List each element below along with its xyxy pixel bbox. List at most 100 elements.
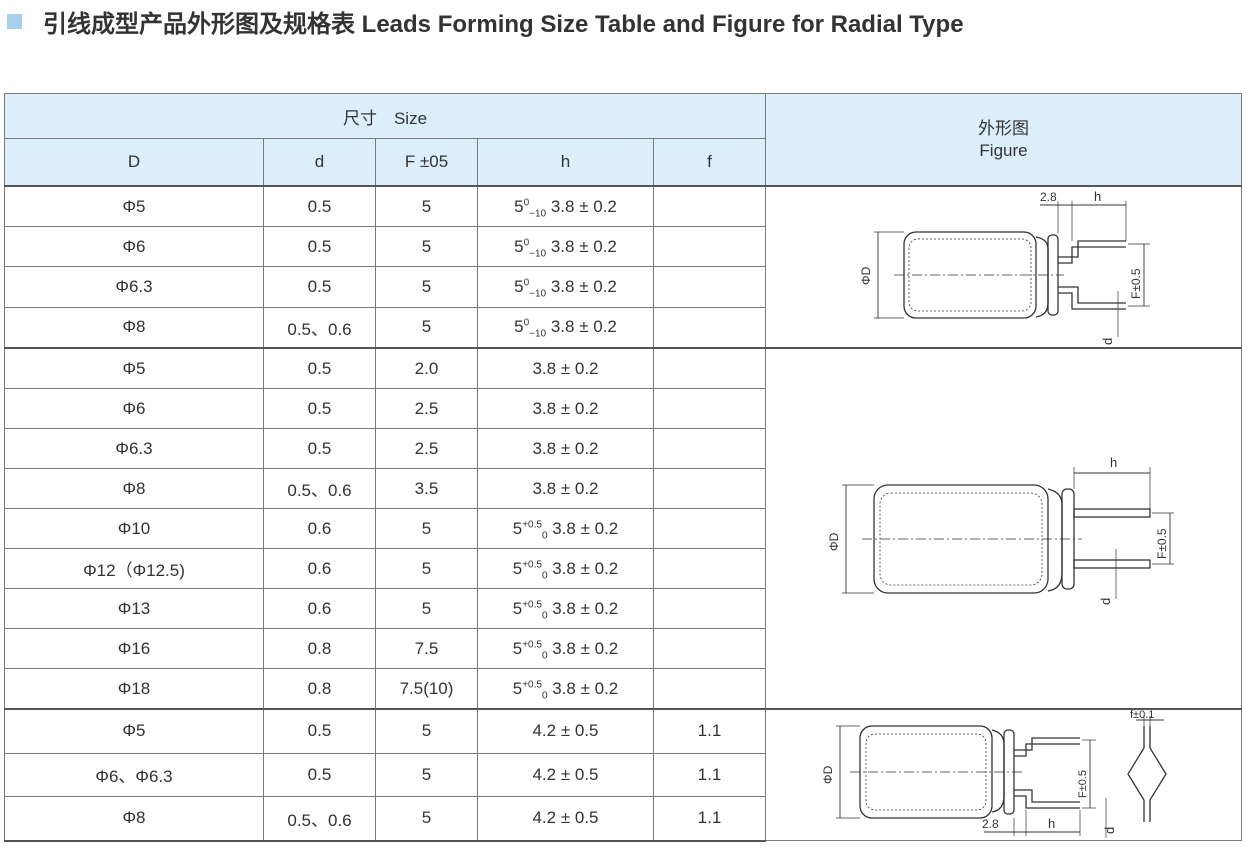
cell-F: 5 (375, 795, 478, 842)
h-upper-tol: +0.5 (522, 638, 542, 650)
cell-d: 0.5、0.6 (263, 795, 376, 842)
h-base: 5 (512, 518, 523, 538)
cell-D: Φ18 (4, 668, 264, 710)
h-value: 3.8 ± 0.2 (547, 518, 619, 538)
cell-h: 3.8 ± 0.2 (477, 468, 654, 509)
fig0-dim-28: 2.8 (1040, 190, 1057, 204)
h-upper-tol: +0.5 (522, 518, 542, 530)
page-title: 引线成型产品外形图及规格表 Leads Forming Size Table a… (43, 10, 964, 38)
h-value: 3.8 ± 0.2 (532, 438, 599, 458)
cell-F: 5 (375, 708, 478, 754)
figure-lead-bent: 2.8 h ΦD F±0.5 d (859, 189, 1150, 345)
h-lower-tol: 0 (541, 529, 548, 541)
cell-D: Φ12（Φ12.5) (4, 548, 264, 589)
cell-f (653, 548, 766, 589)
cell-f (653, 628, 766, 669)
cell-d: 0.8 (263, 668, 376, 710)
h-base: 5 (514, 317, 524, 337)
cell-h: 4.2 ± 0.5 (477, 752, 654, 797)
h-lower-tol: −10 (529, 288, 547, 300)
cell-d: 0.6 (263, 588, 376, 629)
cell-f (653, 347, 766, 389)
cell-d: 0.5 (263, 752, 376, 797)
cell-f (653, 428, 766, 469)
figure-header: 外形图 Figure (765, 93, 1242, 187)
h-value: 3.8 ± 0.2 (546, 317, 617, 337)
h-lower-tol: 0 (541, 649, 548, 661)
h-lower-tol: −10 (529, 328, 547, 340)
figure-lead-straight: h ΦD F±0.5 d (827, 455, 1174, 605)
cell-D: Φ5 (4, 708, 264, 754)
h-upper-tol: 0 (523, 277, 530, 289)
cell-F: 5 (375, 185, 478, 228)
h-upper-tol: 0 (523, 317, 530, 329)
cell-d: 0.5 (263, 708, 376, 754)
h-value: 4.2 ± 0.5 (532, 721, 599, 741)
cell-h: 5+0.50 3.8 ± 0.2 (477, 548, 654, 589)
figure-lead-kinked: f±0.1 ΦD F±0.5 2.8 h d (821, 709, 1167, 838)
fig2-dim-phiD: ΦD (821, 765, 835, 784)
h-value: 3.8 ± 0.2 (546, 277, 617, 297)
figure-header-en: Figure (979, 140, 1028, 160)
cell-h: 3.8 ± 0.2 (477, 428, 654, 469)
cell-f (653, 468, 766, 509)
h-base: 5 (512, 638, 523, 658)
fig2-dim-d: d (1102, 827, 1117, 834)
h-upper-tol: +0.5 (522, 558, 542, 570)
h-upper-tol: 0 (523, 196, 530, 208)
cell-F: 7.5 (375, 628, 478, 669)
cell-D: Φ5 (4, 185, 264, 228)
h-base: 5 (512, 558, 523, 578)
cell-f (653, 508, 766, 549)
cell-f (653, 185, 766, 228)
h-value: 3.8 ± 0.2 (547, 558, 619, 578)
fig2-dim-28: 2.8 (982, 817, 999, 831)
figure-wrap: f±0.1 ΦD F±0.5 2.8 h d (766, 709, 1241, 840)
h-value: 3.8 ± 0.2 (547, 678, 619, 698)
cell-f (653, 226, 766, 268)
figure-cell: h ΦD F±0.5 d (765, 347, 1242, 710)
cell-h: 5+0.50 3.8 ± 0.2 (477, 508, 654, 549)
cell-d: 0.5 (263, 347, 376, 389)
cell-h: 50−10 3.8 ± 0.2 (477, 226, 654, 268)
h-base: 5 (512, 678, 523, 698)
cell-D: Φ13 (4, 588, 264, 629)
fig0-dim-F: F±0.5 (1129, 268, 1143, 299)
cell-h: 5+0.50 3.8 ± 0.2 (477, 588, 654, 629)
figure-header-cn: 外形图 (978, 118, 1029, 138)
cell-D: Φ5 (4, 347, 264, 389)
cell-d: 0.5 (263, 226, 376, 268)
cell-F: 5 (375, 226, 478, 268)
fig0-dim-phiD: ΦD (859, 266, 873, 285)
fig0-dim-h: h (1094, 189, 1101, 204)
cell-D: Φ6.3 (4, 266, 264, 308)
cell-h: 4.2 ± 0.5 (477, 708, 654, 754)
cell-f: 1.1 (653, 795, 766, 842)
cell-F: 2.0 (375, 347, 478, 389)
h-base: 5 (514, 196, 524, 216)
cell-F: 7.5(10) (375, 668, 478, 710)
fig2-dim-F: F±0.5 (1077, 770, 1089, 798)
fig1-dim-phiD: ΦD (827, 532, 841, 551)
cell-d: 0.8 (263, 628, 376, 669)
cell-h: 3.8 ± 0.2 (477, 388, 654, 429)
h-value: 3.8 ± 0.2 (547, 598, 619, 618)
col-header-f: f (653, 138, 766, 187)
cell-F: 5 (375, 752, 478, 797)
fig1-dim-F: F±0.5 (1155, 528, 1169, 559)
h-value: 4.2 ± 0.5 (532, 808, 599, 828)
fig1-dim-d: d (1098, 597, 1113, 604)
cell-F: 2.5 (375, 428, 478, 469)
col-header-d: d (263, 138, 376, 187)
cell-D: Φ8 (4, 306, 264, 349)
h-value: 3.8 ± 0.2 (532, 358, 599, 378)
cell-h: 50−10 3.8 ± 0.2 (477, 185, 654, 228)
